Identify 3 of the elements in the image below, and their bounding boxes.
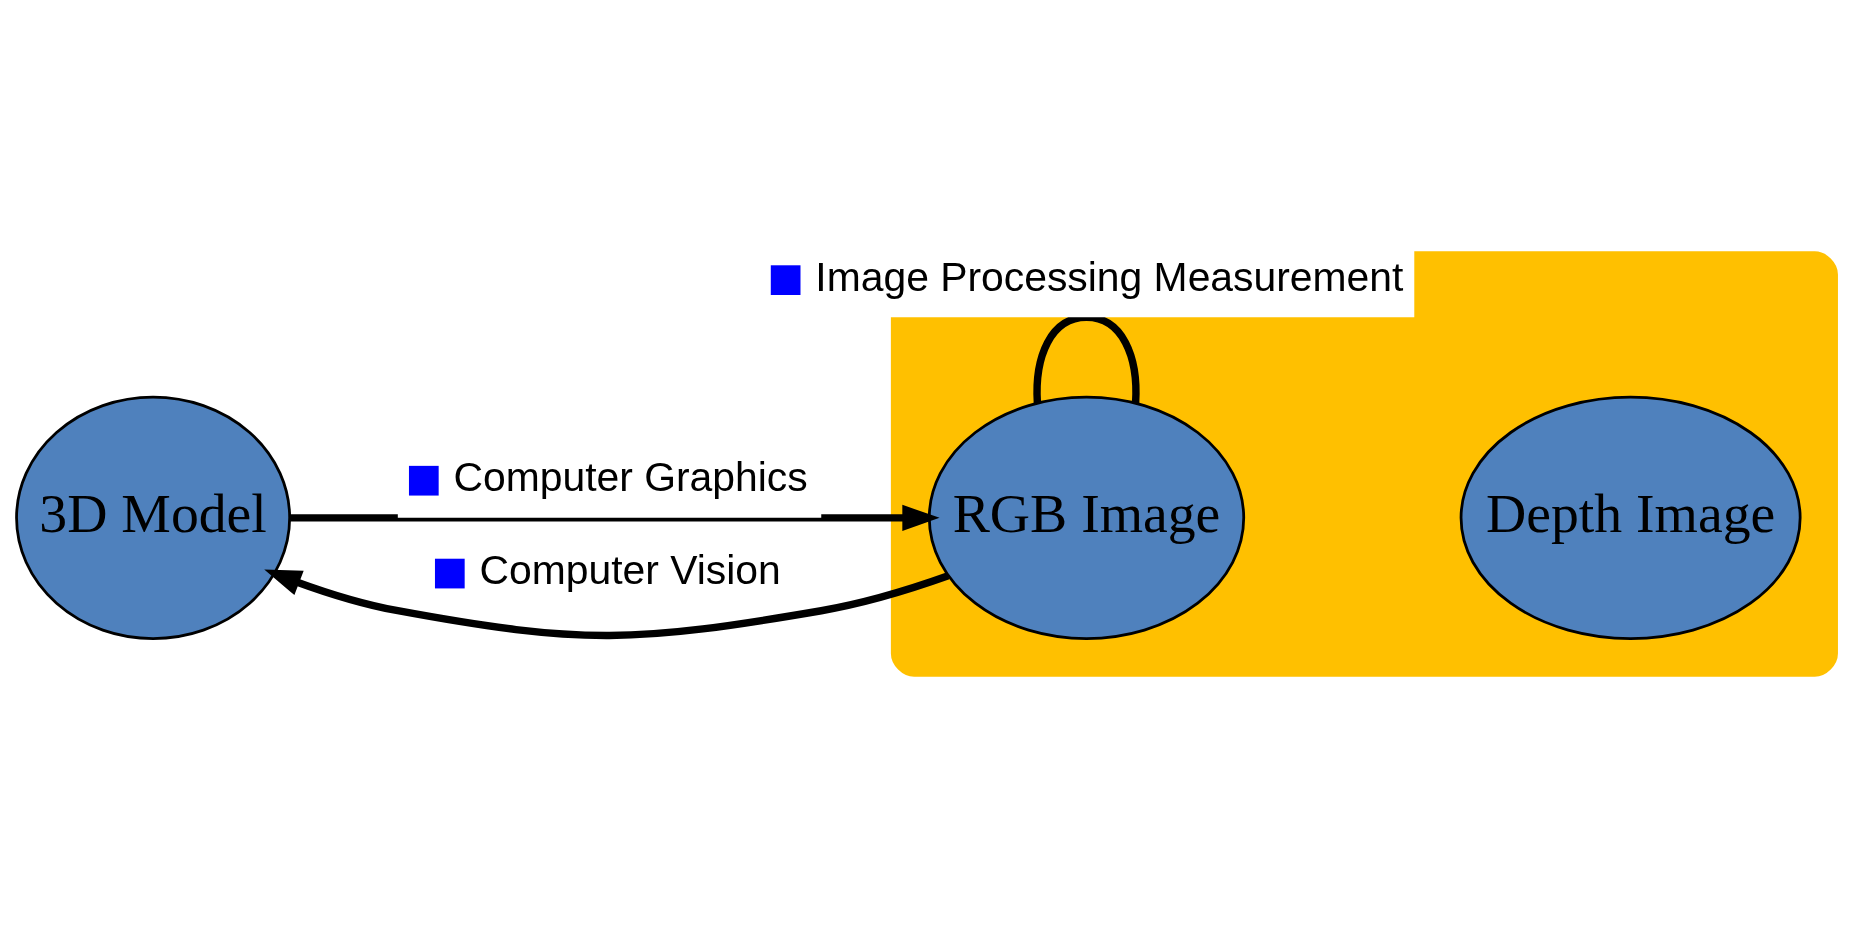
edge-label: Computer Vision: [479, 546, 781, 593]
edge-label: Image Processing Measurement: [815, 253, 1404, 300]
edge-label: Computer Graphics: [453, 454, 808, 501]
